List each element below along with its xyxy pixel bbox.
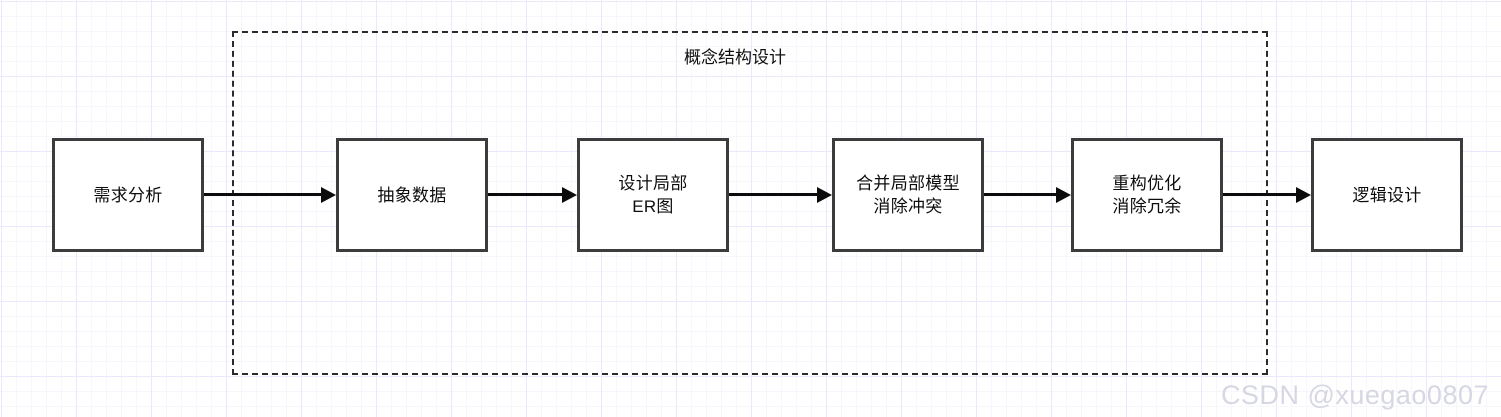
arrow-shaft	[729, 193, 819, 196]
node-abstract-data[interactable]: 抽象数据	[336, 138, 488, 252]
node-label: 抽象数据	[377, 185, 447, 205]
arrow-right-icon	[1223, 187, 1311, 203]
arrow-head	[1296, 187, 1311, 203]
arrow-right-icon	[204, 187, 336, 203]
node-merge-local-model[interactable]: 合并局部模型 消除冲突	[832, 138, 984, 252]
concept-structure-group-title: 概念结构设计	[684, 48, 786, 67]
arrow-head	[321, 187, 336, 203]
arrow-shaft	[1223, 193, 1298, 196]
node-requirement-analysis[interactable]: 需求分析	[52, 138, 204, 252]
arrow-shaft	[488, 193, 564, 196]
csdn-watermark: CSDN @xuegao0807	[1220, 380, 1489, 410]
node-label: 重构优化 消除冗余	[1112, 174, 1182, 216]
node-label: 逻辑设计	[1352, 185, 1422, 205]
node-label: 需求分析	[93, 185, 163, 205]
arrow-right-icon	[984, 187, 1071, 203]
arrow-head	[817, 187, 832, 203]
arrow-head	[1056, 187, 1071, 203]
node-design-local-er[interactable]: 设计局部 ER图	[577, 138, 729, 252]
arrow-shaft	[204, 193, 323, 196]
node-restructure-optimize[interactable]: 重构优化 消除冗余	[1071, 138, 1223, 252]
arrow-shaft	[984, 193, 1058, 196]
node-label: 合并局部模型 消除冲突	[856, 174, 960, 216]
arrow-head	[562, 187, 577, 203]
arrow-right-icon	[729, 187, 832, 203]
node-logical-design[interactable]: 逻辑设计	[1311, 138, 1463, 252]
node-label: 设计局部 ER图	[618, 174, 688, 216]
concept-structure-group-container	[232, 31, 1268, 375]
arrow-right-icon	[488, 187, 577, 203]
